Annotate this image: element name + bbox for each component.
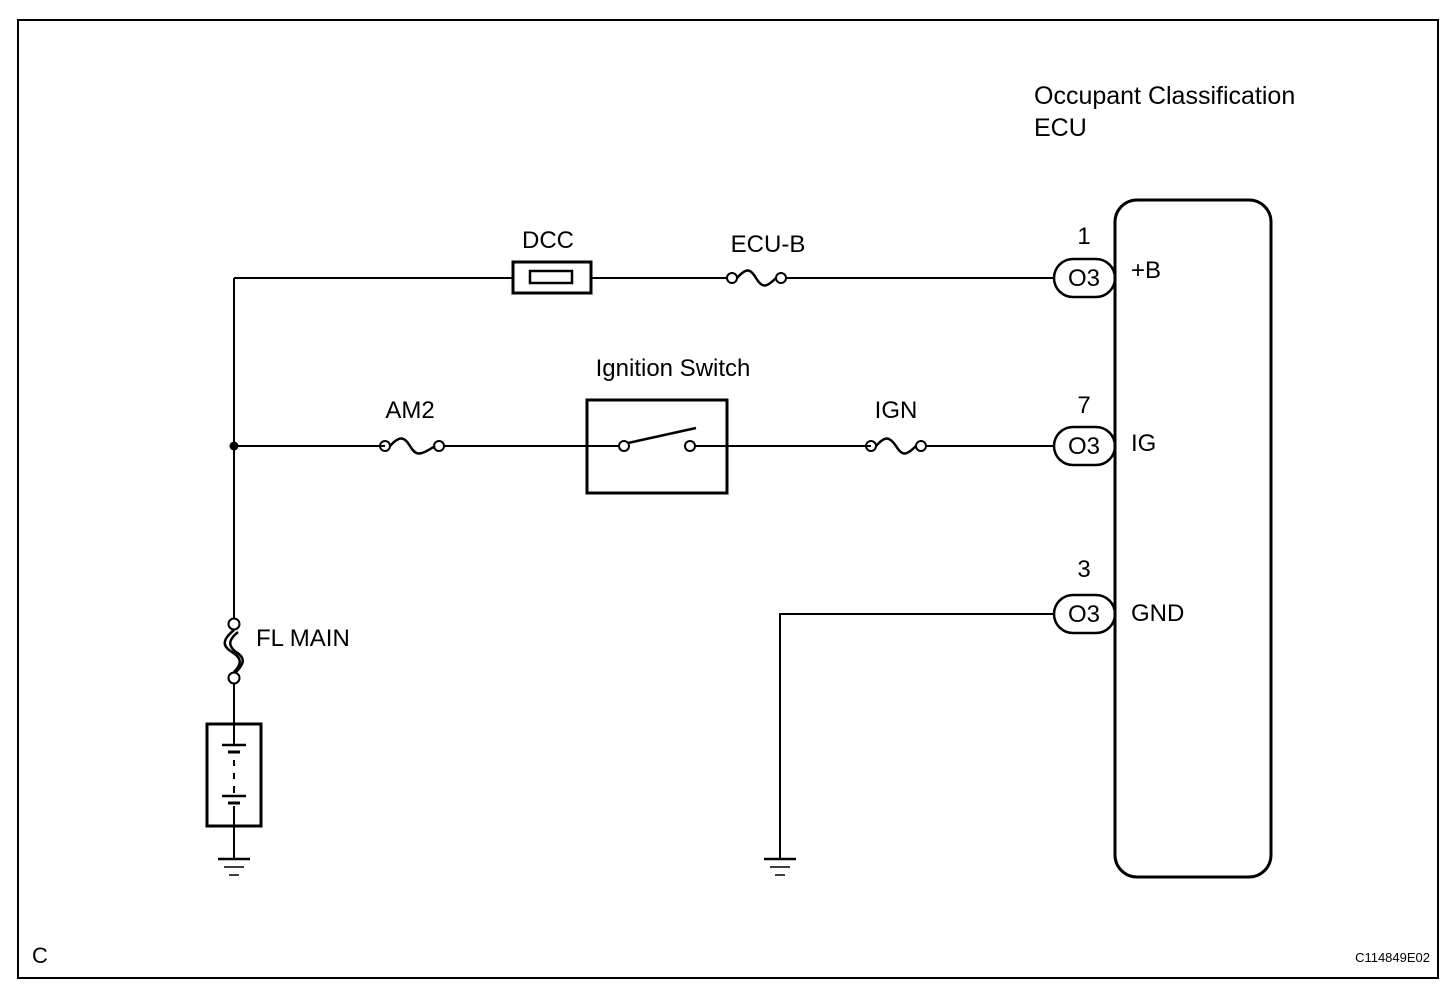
wire-gnd: [779, 613, 1054, 859]
switch-contact-b: [684, 440, 696, 452]
ecu-title-line1: Occupant Classification: [1034, 82, 1295, 110]
pin-name-bplus: +B: [1131, 257, 1161, 284]
connector-o3-pin1: [1052, 257, 1117, 299]
battery-cells: [222, 724, 246, 826]
ground-icon-battery: [218, 857, 250, 876]
figure-code: C114849E02: [1355, 950, 1430, 965]
connector-label-pin7: O3: [1068, 433, 1100, 460]
dcc-fuse-icon: [511, 260, 593, 295]
dcc-fuse-element: [528, 269, 574, 285]
diagram-frame: [17, 19, 1439, 979]
ignition-switch-label: Ignition Switch: [596, 355, 751, 382]
fl-main-label: FL MAIN: [256, 625, 350, 652]
ign-label: IGN: [875, 397, 918, 424]
ecu-box: [1113, 198, 1273, 879]
am2-label: AM2: [385, 397, 434, 424]
switch-lever: [627, 426, 697, 445]
switch-contact-a: [618, 440, 630, 452]
pin-name-ig: IG: [1131, 430, 1156, 457]
pin-name-gnd: GND: [1131, 600, 1184, 627]
ecu-title-line2: ECU: [1034, 114, 1087, 142]
fl-main-fuse-icon: [223, 617, 244, 685]
dcc-label: DCC: [522, 227, 574, 254]
pin-number-1: 1: [1077, 223, 1090, 250]
pin-number-3: 3: [1077, 556, 1090, 583]
ground-icon-ecu: [764, 857, 796, 876]
ecu-b-label: ECU-B: [731, 231, 806, 258]
section-letter: C: [32, 943, 48, 968]
connector-label-pin1: O3: [1068, 265, 1100, 292]
connector-label-pin3: O3: [1068, 601, 1100, 628]
ecu-b-fuse-icon: [726, 269, 787, 287]
am2-fuse-icon: [379, 437, 445, 455]
connector-o3-pin7: [1052, 425, 1117, 467]
pin-number-7: 7: [1077, 392, 1090, 419]
ign-fuse-icon: [865, 437, 927, 455]
